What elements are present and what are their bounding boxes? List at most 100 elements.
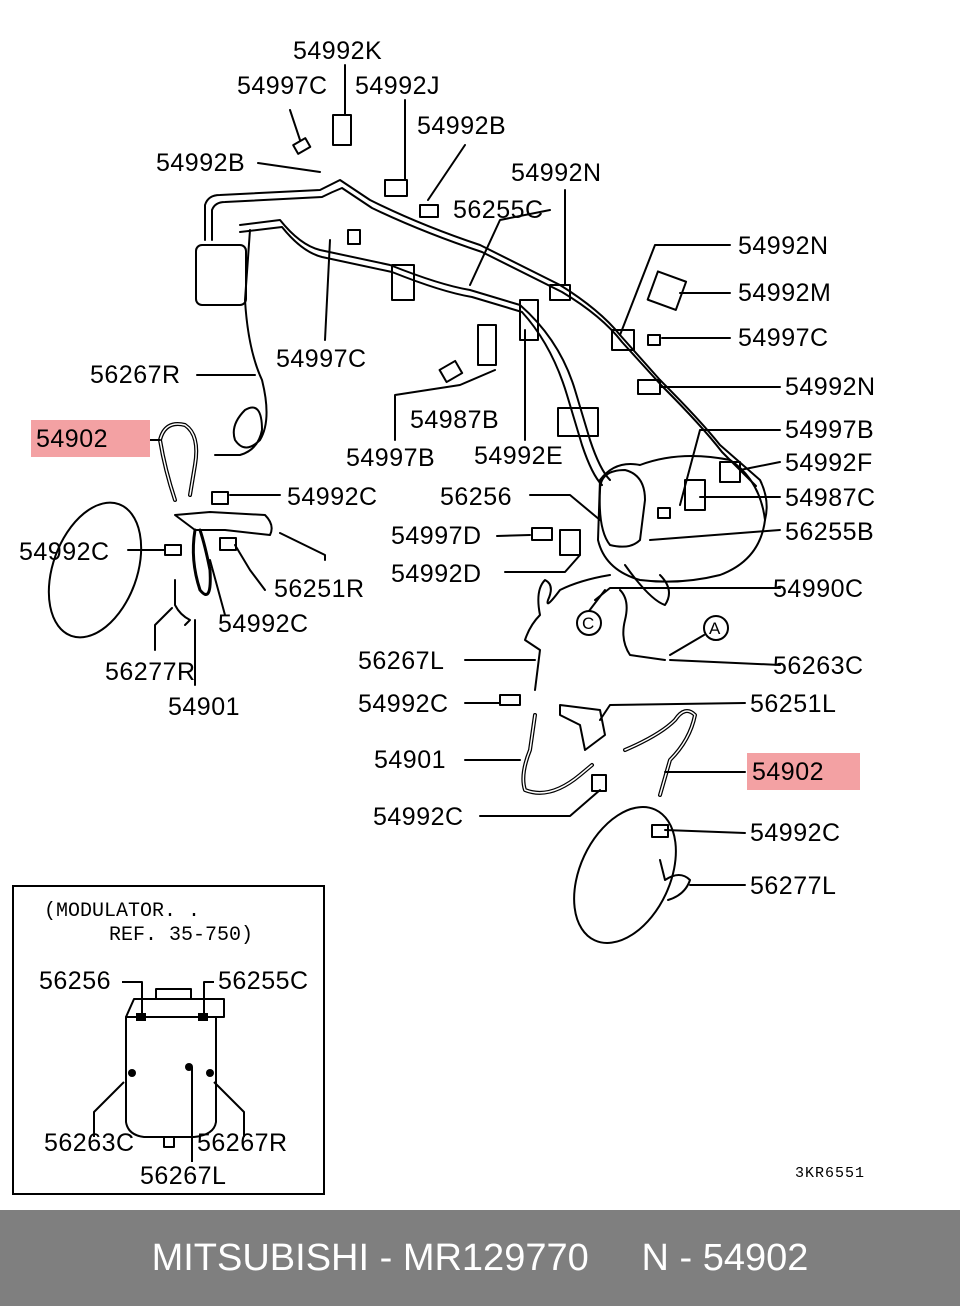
label-56255c: 56255C	[453, 196, 544, 224]
label-56251l: 56251L	[750, 690, 837, 718]
wheel-outline-left	[47, 501, 143, 639]
label-56263c: 56263C	[773, 652, 864, 680]
clip-left-tower	[195, 244, 247, 306]
label-54990c: 54990C	[773, 575, 864, 603]
modulator-inset-top	[125, 998, 225, 1018]
bolt-54997c-top	[292, 137, 312, 155]
inset-label-56267r: 56267R	[197, 1129, 288, 1157]
modulator-inset-cap	[155, 988, 192, 1000]
brake-pipe-56267r	[214, 229, 268, 456]
bolt-54997b	[438, 359, 464, 384]
drawing-reference: 3KR6551	[795, 1165, 866, 1182]
clip-54992c-left-b	[219, 537, 237, 551]
label-54901-b: 54901	[374, 746, 447, 774]
label-54992n-a: 54992N	[511, 159, 602, 187]
brake-hose-left-inner	[159, 423, 197, 501]
clip-54992c-lower	[591, 774, 607, 792]
modulator-inset-drawing	[93, 981, 245, 1162]
clip-54992b-top	[419, 204, 439, 218]
label-56277l: 56277L	[750, 872, 837, 900]
label-54902-right: 54902	[752, 758, 825, 786]
clip-54992n-a	[549, 284, 571, 301]
bracket-54992e	[519, 299, 539, 341]
label-54992c-c: 54992C	[218, 610, 309, 638]
inset-label-56256: 56256	[39, 967, 112, 995]
footer-part-info: MITSUBISHI - MR129770 N - 54902	[151, 1236, 809, 1279]
inset-label-56267l: 56267L	[140, 1162, 227, 1190]
label-56277r: 56277R	[105, 658, 196, 686]
bracket-56251r	[174, 511, 273, 536]
pipe-56277l	[659, 859, 691, 901]
label-56267l: 56267L	[358, 647, 445, 675]
label-54997b-b: 54997B	[346, 444, 436, 472]
label-54992j: 54992J	[355, 72, 441, 100]
label-54901-a: 54901	[168, 693, 241, 721]
label-54902-left: 54902	[36, 425, 109, 453]
clip-54992n-c	[637, 379, 661, 395]
label-56255b: 56255B	[785, 518, 875, 546]
label-54987c: 54987C	[785, 484, 876, 512]
bracket-54987b	[477, 324, 497, 366]
clip-54997c-mid	[347, 229, 361, 245]
leader-lines	[127, 64, 781, 886]
highlight-54902-left	[31, 420, 150, 457]
label-54992d: 54992D	[391, 560, 482, 588]
label-54997c-a: 54997C	[237, 72, 328, 100]
callout-a-circle	[703, 615, 729, 641]
label-56267r: 56267R	[90, 361, 181, 389]
wheel-outline-right	[573, 806, 677, 944]
bolt-54997d	[531, 527, 553, 541]
clip-54992m	[646, 270, 688, 311]
label-54992c-e: 54992C	[373, 803, 464, 831]
label-56256: 56256	[440, 483, 513, 511]
clip-54992d	[559, 529, 581, 556]
brake-pipe-upper-b	[211, 187, 757, 487]
label-54992b-a: 54992B	[417, 112, 507, 140]
pipe-56277r	[174, 579, 191, 626]
modulator-inset-body	[125, 1016, 217, 1138]
label-54992n-c: 54992N	[785, 373, 876, 401]
label-54992c-d: 54992C	[358, 690, 449, 718]
callout-a-letter: A	[709, 619, 721, 638]
label-54992b-b: 54992B	[156, 149, 246, 177]
label-54992k: 54992K	[293, 37, 383, 65]
highlight-54902-right	[747, 753, 860, 790]
inset-label-56263c: 56263C	[44, 1129, 135, 1157]
bolt-54997b-right	[657, 507, 671, 519]
inset-note-line2: REF. 35-750)	[109, 924, 254, 947]
brake-hose-right-54902	[623, 709, 697, 797]
bracket-54992e-lower	[557, 407, 599, 437]
clip-54992c-wheel-left	[164, 544, 182, 556]
brake-pipe-56263c	[619, 589, 666, 661]
clip-54992b-mid	[391, 264, 415, 301]
brake-pipe-upper-c	[239, 219, 611, 481]
label-54992c-f: 54992C	[750, 819, 841, 847]
label-54997b-a: 54997B	[785, 416, 875, 444]
brake-pipe-upper-d	[239, 226, 603, 486]
bracket-56251l	[559, 704, 606, 751]
label-56251r: 56251R	[274, 575, 365, 603]
callout-c-letter: C	[582, 614, 595, 633]
brake-pipe-upper-a	[204, 179, 768, 521]
clip-54992f	[719, 461, 741, 483]
bolt-54997c-right	[647, 334, 661, 346]
label-54992n-b: 54992N	[738, 232, 829, 260]
label-54992m: 54992M	[738, 279, 832, 307]
brake-hose-left-54901	[191, 528, 212, 596]
clip-54992k	[332, 114, 352, 146]
brake-pipe-56267l	[524, 574, 611, 691]
inset-note-line1: (MODULATOR. .	[44, 900, 201, 923]
label-54992c-a: 54992C	[287, 483, 378, 511]
clip-54992c-left-a	[211, 491, 229, 505]
label-54997c-b: 54997C	[738, 324, 829, 352]
bracket-54987c	[684, 479, 706, 511]
modulator-tank	[598, 469, 646, 548]
label-54992f: 54992F	[785, 449, 873, 477]
modulator-inset: (MODULATOR. . REF. 35-750) 56256 56255C …	[12, 885, 325, 1195]
clip-54992j	[384, 179, 408, 197]
footer-bar: MITSUBISHI - MR129770 N - 54902	[0, 1210, 960, 1306]
label-54992e: 54992E	[474, 442, 564, 470]
brake-line-diagram	[47, 64, 781, 944]
brake-hose-right-54901-inner	[522, 714, 593, 794]
clip-54992c-mid	[499, 694, 521, 706]
